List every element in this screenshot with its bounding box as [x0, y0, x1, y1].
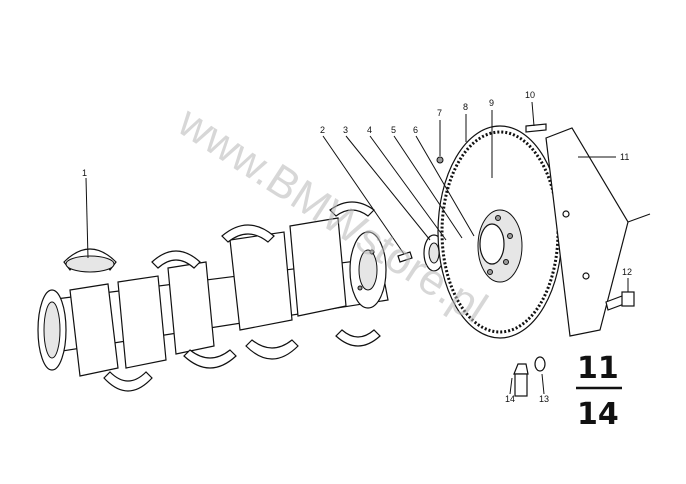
callout-3: 3 — [343, 125, 348, 135]
callout-8: 8 — [463, 102, 468, 112]
callout-4: 4 — [367, 125, 372, 135]
page-reference: 11 14 — [576, 351, 622, 432]
leader-lines — [85, 101, 629, 395]
callout-10: 10 — [525, 90, 535, 100]
flywheel — [437, 125, 563, 339]
crankshaft — [37, 217, 389, 377]
callout-13: 13 — [539, 394, 549, 404]
callout-6: 6 — [413, 125, 418, 135]
callout-1: 1 — [82, 168, 87, 178]
page-ref-top: 11 — [577, 351, 619, 386]
callout-12: 12 — [622, 267, 632, 277]
callout-labels: 1 2 3 4 5 6 7 8 9 10 11 12 13 14 — [82, 90, 632, 404]
bearing-shells — [63, 201, 381, 392]
page-ref-bottom: 14 — [577, 397, 619, 432]
callout-7: 7 — [437, 108, 442, 118]
bolts — [436, 123, 635, 397]
cover-plate — [545, 127, 651, 337]
callout-5: 5 — [391, 125, 396, 135]
callout-14: 14 — [505, 394, 515, 404]
callout-9: 9 — [489, 98, 494, 108]
callout-11: 11 — [620, 152, 629, 162]
callout-2: 2 — [320, 125, 325, 135]
